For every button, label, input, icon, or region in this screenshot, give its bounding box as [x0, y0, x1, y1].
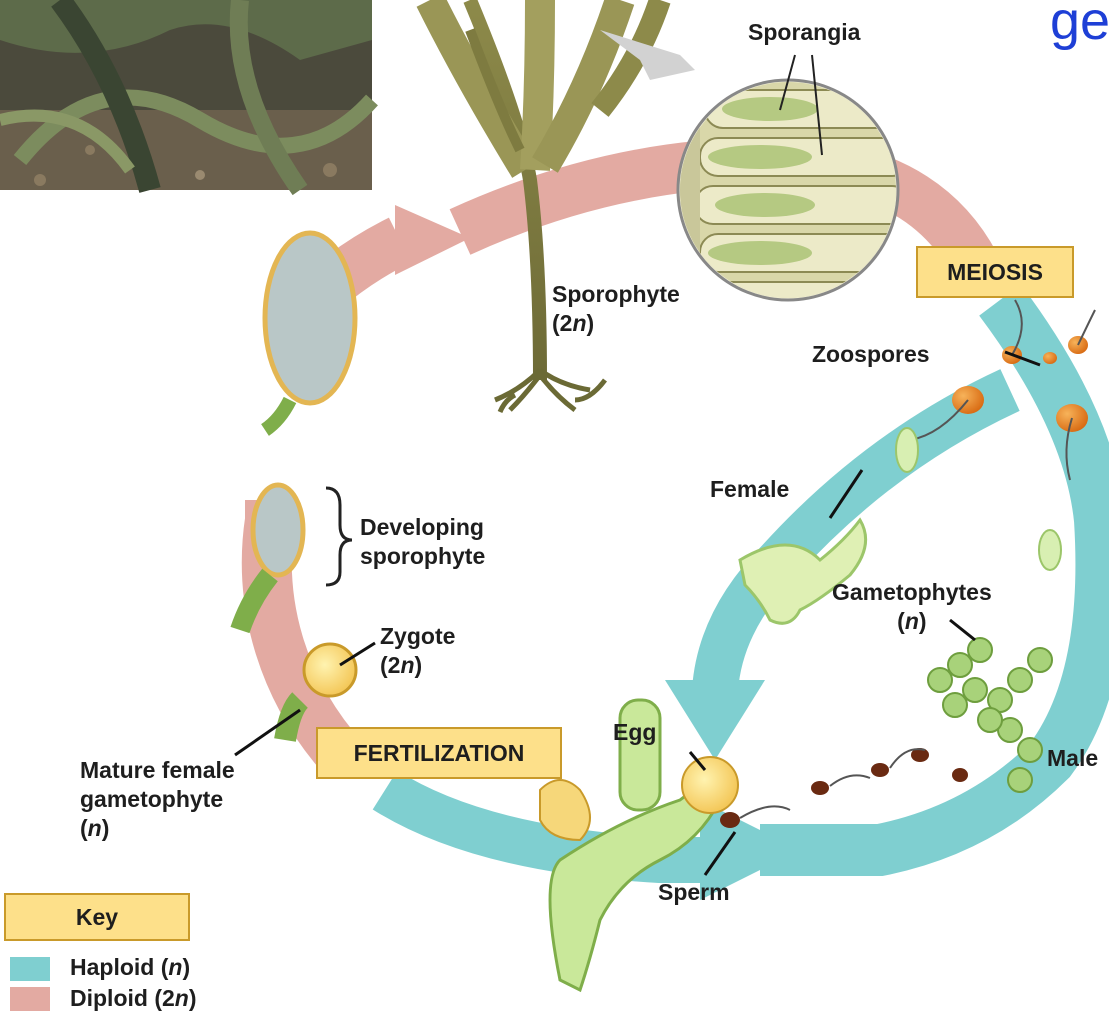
stage-fertilization: FERTILIZATION: [316, 727, 562, 779]
egg-cell-icon: [682, 757, 738, 813]
kelp-photo-icon: [0, 0, 372, 190]
key-label-haploid: Haploid (n): [70, 953, 190, 982]
label-gametophytes: Gametophytes (n): [832, 578, 992, 636]
label-sperm: Sperm: [658, 878, 730, 907]
label-developing-sporophyte: Developing sporophyte: [360, 513, 485, 571]
key-title: Key: [4, 893, 190, 941]
haploid-swatch: [10, 957, 50, 981]
label-sporangia: Sporangia: [748, 18, 860, 47]
label-zoospores: Zoospores: [812, 340, 930, 369]
label-mature-female-gametophyte: Mature female gametophyte (n): [80, 756, 235, 843]
key-label-diploid: Diploid (2n): [70, 984, 197, 1013]
label-female: Female: [710, 475, 789, 504]
page-title-fragment: ge: [1050, 0, 1109, 48]
brace-icon: [326, 488, 352, 585]
label-male: Male: [1047, 744, 1098, 773]
stage-meiosis: MEIOSIS: [916, 246, 1074, 298]
label-zygote: Zygote (2n): [380, 622, 455, 680]
label-sporophyte: Sporophyte (2n): [552, 280, 680, 338]
sporangia-magnified-icon: [670, 55, 910, 315]
haploid-arrows: [385, 300, 1101, 900]
diploid-swatch: [10, 987, 50, 1011]
label-egg: Egg: [613, 718, 656, 747]
